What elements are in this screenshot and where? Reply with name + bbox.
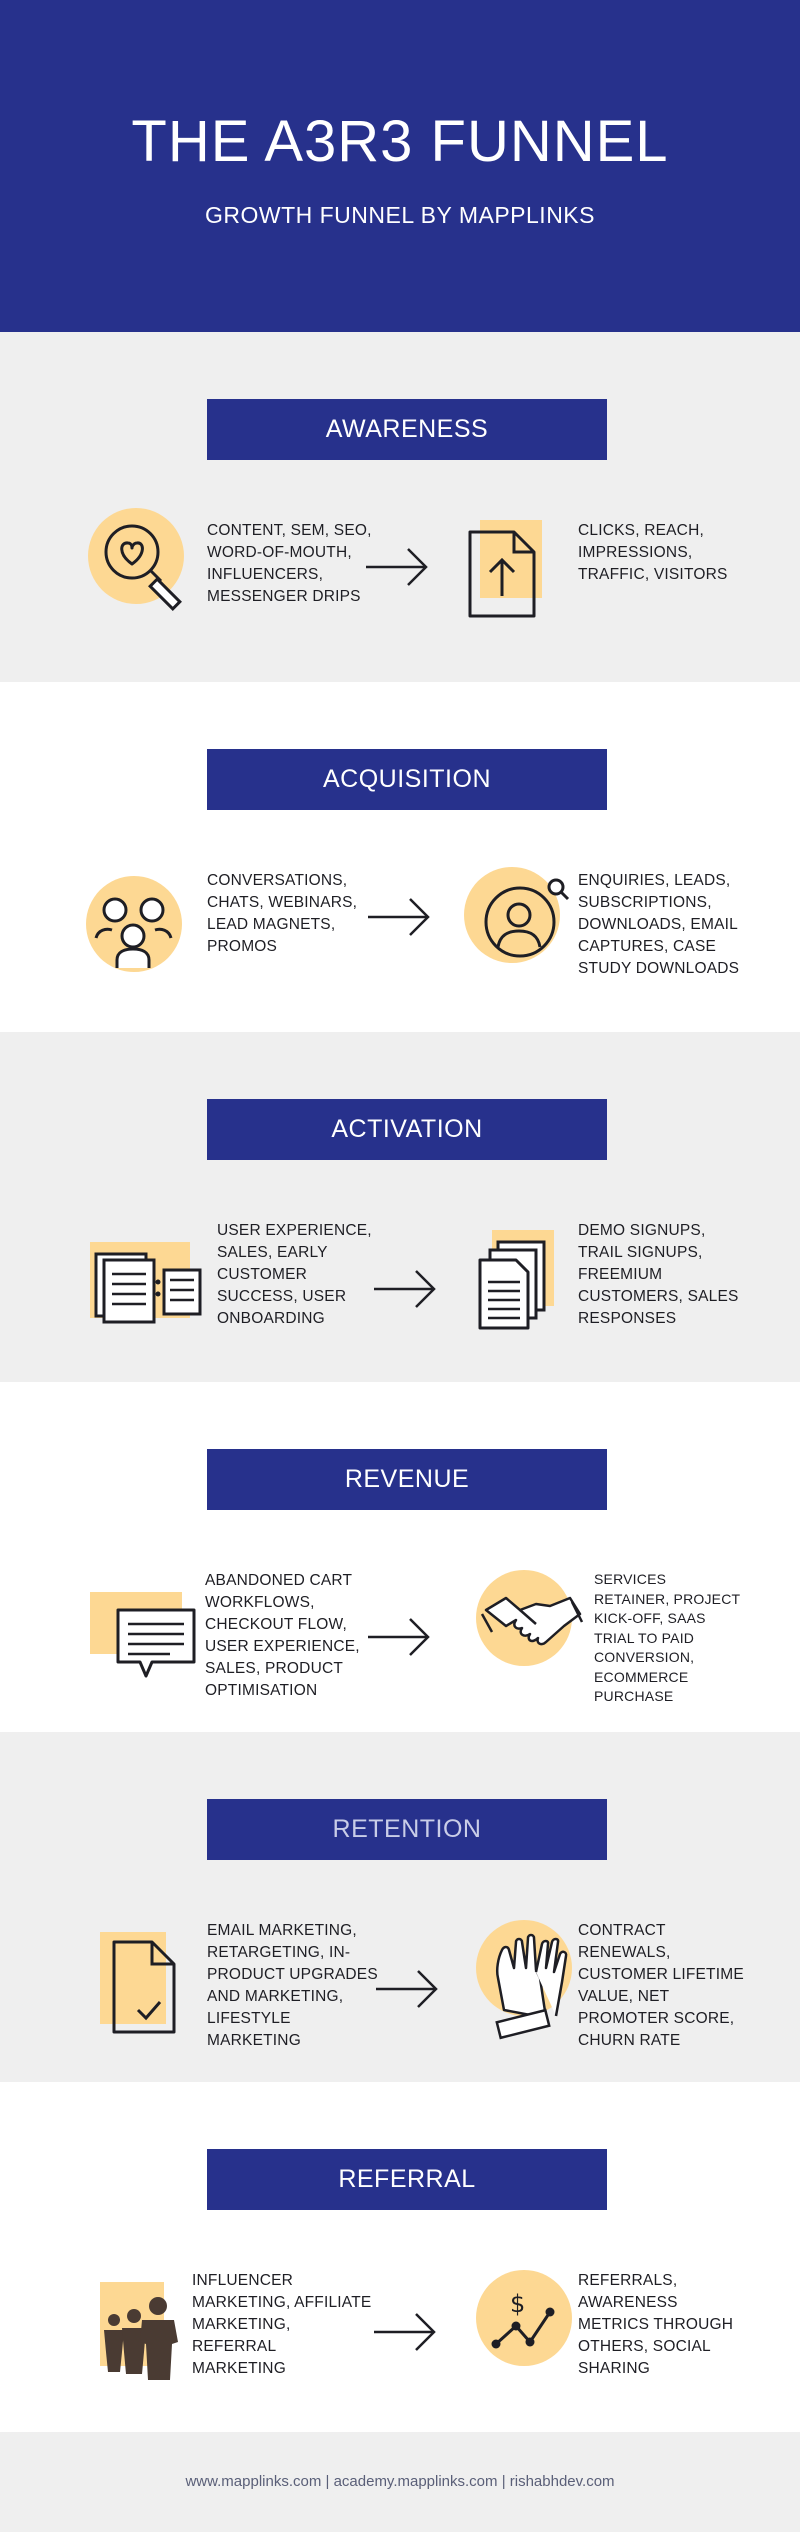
section-revenue: REVENUE ABANDONED CART WORKFLOWS, CHECKO… [0, 1382, 800, 1732]
activation-channels-text: USER EXPERIENCE, SALES, EARLY CUSTOMER S… [217, 1222, 372, 1327]
stage-title-retention: RETENTION [207, 1799, 607, 1860]
stage-title-activation: ACTIVATION [207, 1099, 607, 1160]
handshake-icon [476, 1570, 606, 1700]
family-group-icon [100, 2282, 230, 2412]
arrow-right-icon [374, 1964, 440, 2014]
arrow-right-icon [366, 892, 432, 942]
retention-channels-text: EMAIL MARKETING, RETARGETING, IN-PRODUCT… [207, 1922, 378, 2049]
page-subtitle: GROWTH FUNNEL BY MAPPLINKS [204, 202, 595, 228]
awareness-channels-text: CONTENT, SEM, SEO, WORD-OF-MOUTH, INFLUE… [207, 522, 372, 605]
section-acquisition: ACQUISITION CONVERSATIONS, CHATS, WEBINA… [0, 682, 800, 1032]
document-stack-icon [476, 1230, 606, 1360]
awareness-metrics-text: CLICKS, REACH, IMPRESSIONS, TRAFFIC, VIS… [578, 522, 728, 583]
document-check-icon [100, 1932, 230, 2062]
referral-metrics-text: REFERRALS, AWARENESS METRICS THROUGH OTH… [578, 2272, 734, 2377]
stage-title-referral: REFERRAL [207, 2149, 607, 2210]
user-search-icon [462, 865, 592, 995]
section-activation: ACTIVATION USER EXPERIENCE, SALES, EARLY… [0, 1032, 800, 1382]
stage-title-awareness: AWARENESS [207, 399, 607, 460]
upload-document-icon [458, 520, 588, 650]
two-people-icon [82, 872, 212, 1002]
section-referral: REFERRAL INFLUENCER MARKETING, AFFILIATE… [0, 2082, 800, 2432]
clapping-hands-icon [476, 1920, 606, 2050]
referral-channels-text: INFLUENCER MARKETING, AFFILIATE MARKETIN… [192, 2272, 372, 2377]
arrow-right-icon [372, 2307, 438, 2357]
revenue-metrics-text: SERVICES RETAINER, PROJECT KICK-OFF, Saa… [594, 1571, 741, 1704]
dollar-chart-icon: $ [476, 2270, 606, 2400]
section-retention: RETENTION EMAIL MARKETING, RETARGETING, … [0, 1732, 800, 2082]
activation-metrics-text: DEMO SIGNUPS, TRAIL SIGNUPS, FREEMIUM CU… [578, 1222, 739, 1327]
section-awareness: AWARENESS CONTENT, SEM, SEO, WORD-OF-MOU… [0, 332, 800, 682]
footer: www.mapplinks.com | academy.mapplinks.co… [0, 2432, 800, 2532]
chat-bubble-icon [90, 1592, 220, 1722]
svg-text:$: $ [510, 2290, 525, 2318]
header-banner: THE A3R3 FUNNEL GROWTH FUNNEL BY MAPPLIN… [0, 0, 800, 332]
retention-metrics-text: CONTRACT RENEWALS, CUSTOMER LIFETIME VAL… [578, 1922, 744, 2049]
stage-title-revenue: REVENUE [207, 1449, 607, 1510]
arrow-right-icon [366, 1612, 432, 1662]
page-title: THE A3R3 FUNNEL [131, 109, 669, 174]
acquisition-metrics-text: ENQUIRIES, LEADS, SUBSCRIPTIONS, DOWNLOA… [578, 872, 740, 977]
revenue-channels-text: ABANDONED CART WORKFLOWS, CHECKOUT FLOW,… [205, 1572, 360, 1699]
stage-title-acquisition: ACQUISITION [207, 749, 607, 810]
footer-links[interactable]: www.mapplinks.com | academy.mapplinks.co… [185, 2473, 615, 2490]
heart-magnifier-icon [82, 502, 212, 632]
acquisition-channels-text: CONVERSATIONS, CHATS, WEBINARS, LEAD MAG… [207, 872, 358, 955]
arrow-right-icon [364, 542, 430, 592]
documents-transfer-icon [90, 1242, 220, 1372]
arrow-right-icon [372, 1264, 438, 1314]
